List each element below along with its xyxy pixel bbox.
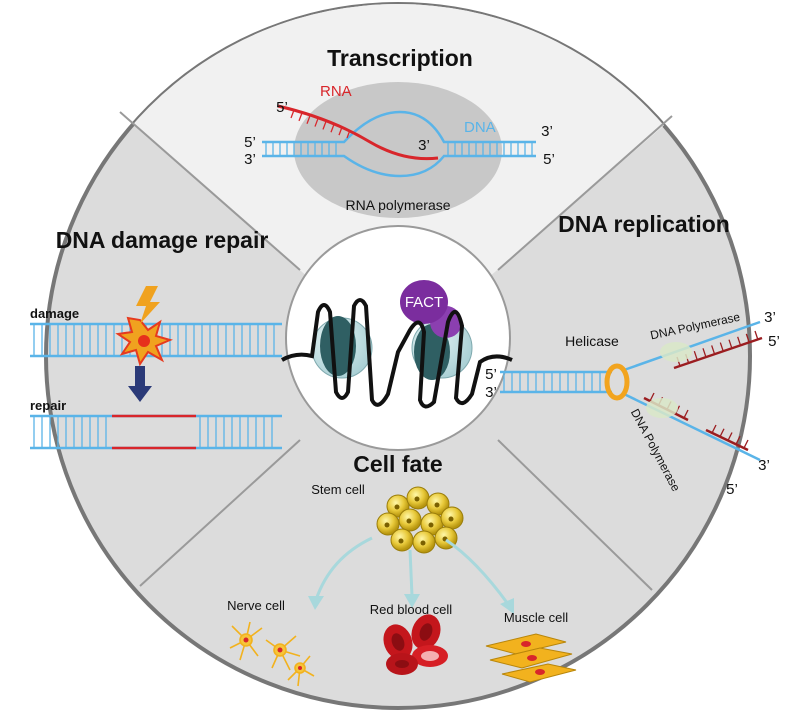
rna-bases [290, 109, 351, 139]
stem-cell-nucleus [384, 522, 390, 528]
muscle-cell-icon [485, 633, 577, 683]
base-tick [649, 392, 655, 402]
fact-label: FACT [405, 294, 443, 311]
rna-polymerase-blob [294, 82, 502, 218]
rna-polymerase-label: RNA polymerase [345, 197, 450, 213]
base-tick [330, 124, 335, 133]
parent-five-prime: 5’ [485, 366, 497, 383]
base-tick [737, 336, 742, 346]
lower-strand-five-prime: 5’ [726, 481, 738, 498]
upper-strand-three-prime: 3’ [764, 309, 776, 326]
stem-cell-nucleus [414, 496, 420, 502]
rna-label: RNA [320, 83, 352, 100]
rna-strand [277, 104, 439, 161]
base-tick [683, 409, 689, 419]
lower-strand-three-prime: 3’ [758, 457, 770, 474]
upper-strand-five-prime: 5’ [768, 333, 780, 350]
stem-cell-nucleus [420, 540, 426, 546]
top-strand-left-end: 5’ [244, 134, 256, 151]
muscle-cell-label: Muscle cell [504, 610, 568, 625]
transcription-base-pairs [265, 142, 533, 156]
arrowheads [308, 594, 514, 614]
parental-dna [500, 370, 612, 394]
stem-cell-nucleus [398, 538, 404, 544]
transcription-dna [262, 110, 536, 178]
top-strand-right-end: 3’ [541, 123, 553, 140]
repair-label: repair [30, 398, 66, 413]
sector-dividers [119, 111, 673, 591]
base-tick [754, 330, 759, 341]
repair-patch [112, 414, 196, 450]
leading-fork [623, 320, 761, 462]
stem-cell-nucleus [434, 502, 440, 508]
bottom-strand-right-end: 5’ [543, 151, 555, 168]
nerve-cell-label: Nerve cell [227, 598, 285, 613]
stem-cell-cluster [376, 486, 464, 554]
base-tick [322, 121, 327, 130]
base-tick [711, 345, 716, 355]
stem-cell-nucleus [406, 518, 412, 524]
nucleosome-dna-icon [281, 298, 513, 409]
base-tick [314, 118, 319, 127]
repair-title: DNA damage repair [56, 227, 269, 253]
cell-fate-title: Cell fate [353, 451, 442, 477]
base-tick [290, 109, 295, 119]
differentiation-arrows [314, 536, 510, 605]
helicase-ring-icon [604, 363, 630, 401]
lightning-bolt-icon [136, 286, 160, 324]
parent-three-prime: 3’ [485, 384, 497, 401]
base-tick [728, 339, 733, 349]
red-blood-cell-icon [383, 614, 448, 675]
fact-complex-icon: FACT [400, 280, 462, 338]
stem-cell-nucleus [428, 522, 434, 528]
parental-base-pairs [503, 372, 609, 392]
bottom-strand-left-end: 3’ [244, 151, 256, 168]
stem-cell-label: Stem cell [311, 482, 365, 497]
stem-cell-nucleus [394, 504, 400, 510]
nerve-cell-icon [229, 621, 315, 687]
base-tick [346, 129, 351, 139]
base-tick [298, 112, 303, 122]
polymerase-bottom-blob [646, 398, 678, 418]
polymerase-top-blob [660, 342, 692, 362]
base-tick [719, 428, 725, 438]
transcription-title: Transcription [327, 45, 473, 71]
down-arrow-icon [128, 366, 152, 402]
base-tick [306, 115, 311, 124]
nerve-nuclei [243, 637, 302, 670]
center-nucleosome-panel [285, 225, 511, 451]
stem-cell-nucleus [448, 516, 454, 522]
damage-label: damage [30, 306, 79, 321]
replication-title: DNA replication [558, 211, 730, 237]
dna-label: DNA [464, 119, 496, 136]
helicase-label: Helicase [565, 333, 619, 349]
rna-five-prime: 5’ [276, 99, 288, 116]
red-blood-cell-label: Red blood cell [370, 602, 452, 617]
base-tick [735, 435, 741, 445]
base-tick [727, 432, 733, 441]
base-tick [338, 126, 343, 136]
base-tick [693, 351, 698, 361]
base-tick [719, 342, 724, 352]
rna-three-prime: 3’ [418, 137, 430, 154]
base-tick [711, 424, 717, 434]
repaired-dna-base-pairs [33, 416, 273, 448]
base-tick [702, 348, 707, 358]
base-tick [745, 333, 750, 344]
base-tick [743, 439, 749, 449]
